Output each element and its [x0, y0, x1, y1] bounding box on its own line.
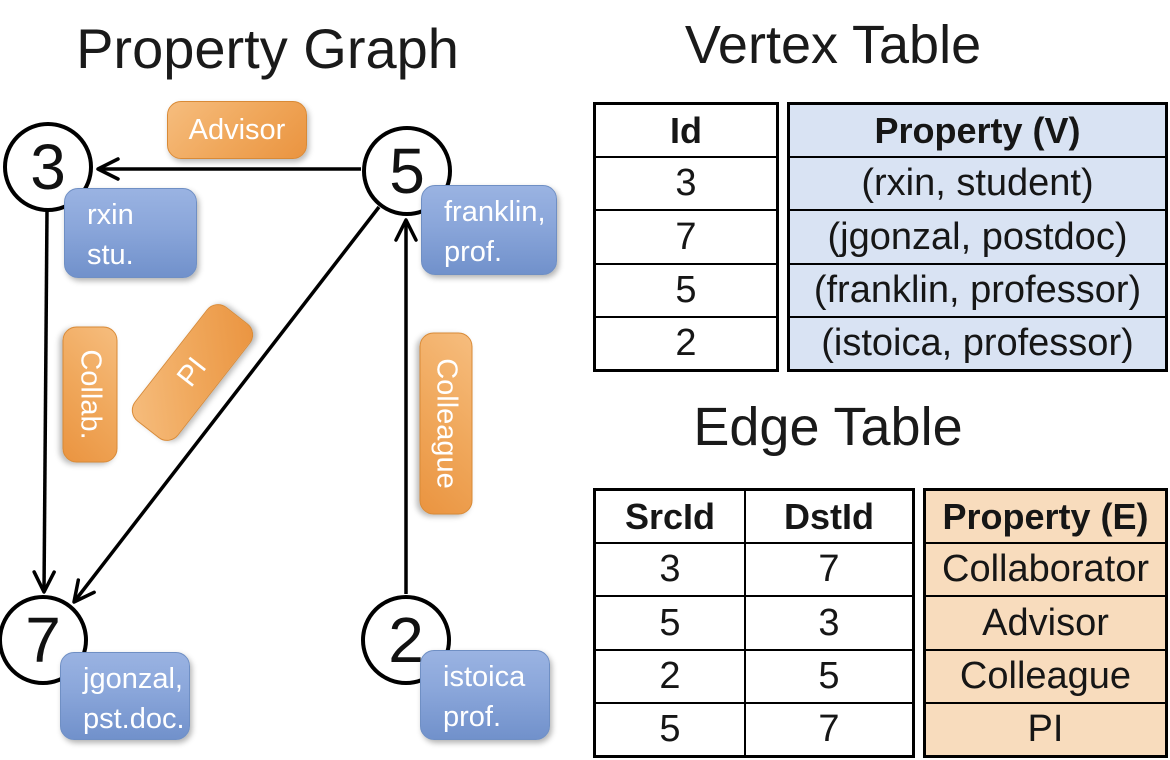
- table-cell-srcid: 5: [659, 707, 681, 750]
- vertex-property-line: prof.: [444, 236, 503, 268]
- vertex-property-box-franklin: franklin, prof.: [421, 185, 557, 275]
- property-graph-title: Property Graph: [76, 17, 459, 80]
- table-cell-id: 7: [596, 209, 776, 262]
- vertex-node-7-id: 7: [25, 604, 61, 676]
- edge-collab-3-to-7: [32, 210, 56, 594]
- vertex-node-2-id: 2: [388, 604, 424, 676]
- table-cell-srcid: 3: [659, 548, 681, 591]
- vertex-property-line: pst.doc.: [83, 703, 185, 735]
- table-cell-property: (istoica, professor): [790, 315, 1165, 369]
- edge-table-property-column: Property (E) Collaborator Advisor Collea…: [923, 488, 1168, 758]
- edge-table-header-dstid: DstId: [744, 491, 912, 543]
- vertex-node-5: 5: [362, 126, 452, 216]
- table-cell-property: (rxin, student): [790, 156, 1165, 209]
- table-cell-id: 5: [596, 262, 776, 316]
- edge-label-colleague: Colleague: [419, 332, 473, 515]
- vertex-property-line: franklin,: [444, 196, 546, 228]
- table-cell-srcid: 5: [659, 601, 681, 644]
- table-cell-edge-property: Advisor: [926, 595, 1165, 648]
- vertex-property-line: prof.: [443, 701, 502, 733]
- table-cell-property: (franklin, professor): [790, 262, 1165, 316]
- vertex-property-box-rxin: rxin stu.: [64, 188, 197, 278]
- edge-label-advisor: Advisor: [167, 101, 307, 159]
- vertex-property-line: stu.: [87, 239, 134, 271]
- edge-table-title: Edge Table: [693, 397, 963, 457]
- table-cell-dstid: 3: [744, 597, 912, 649]
- vertex-node-3-id: 3: [30, 131, 66, 203]
- edge-table-header-property: Property (E): [942, 495, 1149, 537]
- vertex-table-property-column: Property (V) (rxin, student) (jgonzal, p…: [787, 102, 1168, 372]
- table-cell-srcid: 2: [659, 654, 681, 697]
- property-graph-panel: Property Graph 3 5 7 2 rxin stu.: [0, 0, 570, 760]
- vertex-table: Id 3 7 5 2 Property (V) (rxin, student) …: [593, 102, 1168, 372]
- vertex-property-line: rxin: [87, 199, 134, 231]
- vertex-table-title: Vertex Table: [684, 15, 982, 75]
- edge-table-src-dst-columns: SrcId DstId 3 7 5 3 2 5: [593, 488, 915, 758]
- table-cell-property: (jgonzal, postdoc): [790, 209, 1165, 262]
- vertex-property-box-istoica: istoica prof.: [420, 650, 550, 740]
- edge-table: SrcId DstId 3 7 5 3 2 5: [593, 488, 1168, 758]
- edge-table-header-srcid: SrcId: [624, 495, 716, 537]
- graph-edges: [32, 157, 418, 604]
- edge-pi-5-to-7: [72, 205, 381, 604]
- vertex-property-line: jgonzal,: [83, 663, 183, 695]
- edge-label-collab: Collab.: [62, 326, 118, 463]
- table-column-gap: [779, 102, 787, 372]
- table-cell-id: 3: [596, 156, 776, 209]
- table-cell-dstid: 7: [744, 544, 912, 596]
- table-cell-edge-property: Colleague: [926, 648, 1165, 702]
- table-column-gap: [915, 488, 923, 758]
- vertex-table-header-property: Property (V): [874, 109, 1081, 151]
- vertex-node-2: 2: [361, 595, 451, 685]
- vertex-table-id-column: Id 3 7 5 2: [593, 102, 779, 372]
- vertex-node-5-id: 5: [389, 135, 425, 207]
- vertex-table-header-id: Id: [670, 109, 702, 151]
- vertex-property-box-jgonzal: jgonzal, pst.doc.: [60, 652, 190, 740]
- table-cell-edge-property: PI: [926, 701, 1165, 755]
- table-cell-dstid: 7: [744, 703, 912, 756]
- table-cell-id: 2: [596, 315, 776, 369]
- vertex-property-line: istoica: [443, 661, 526, 693]
- table-cell-dstid: 5: [744, 650, 912, 702]
- table-cell-edge-property: Collaborator: [926, 542, 1165, 595]
